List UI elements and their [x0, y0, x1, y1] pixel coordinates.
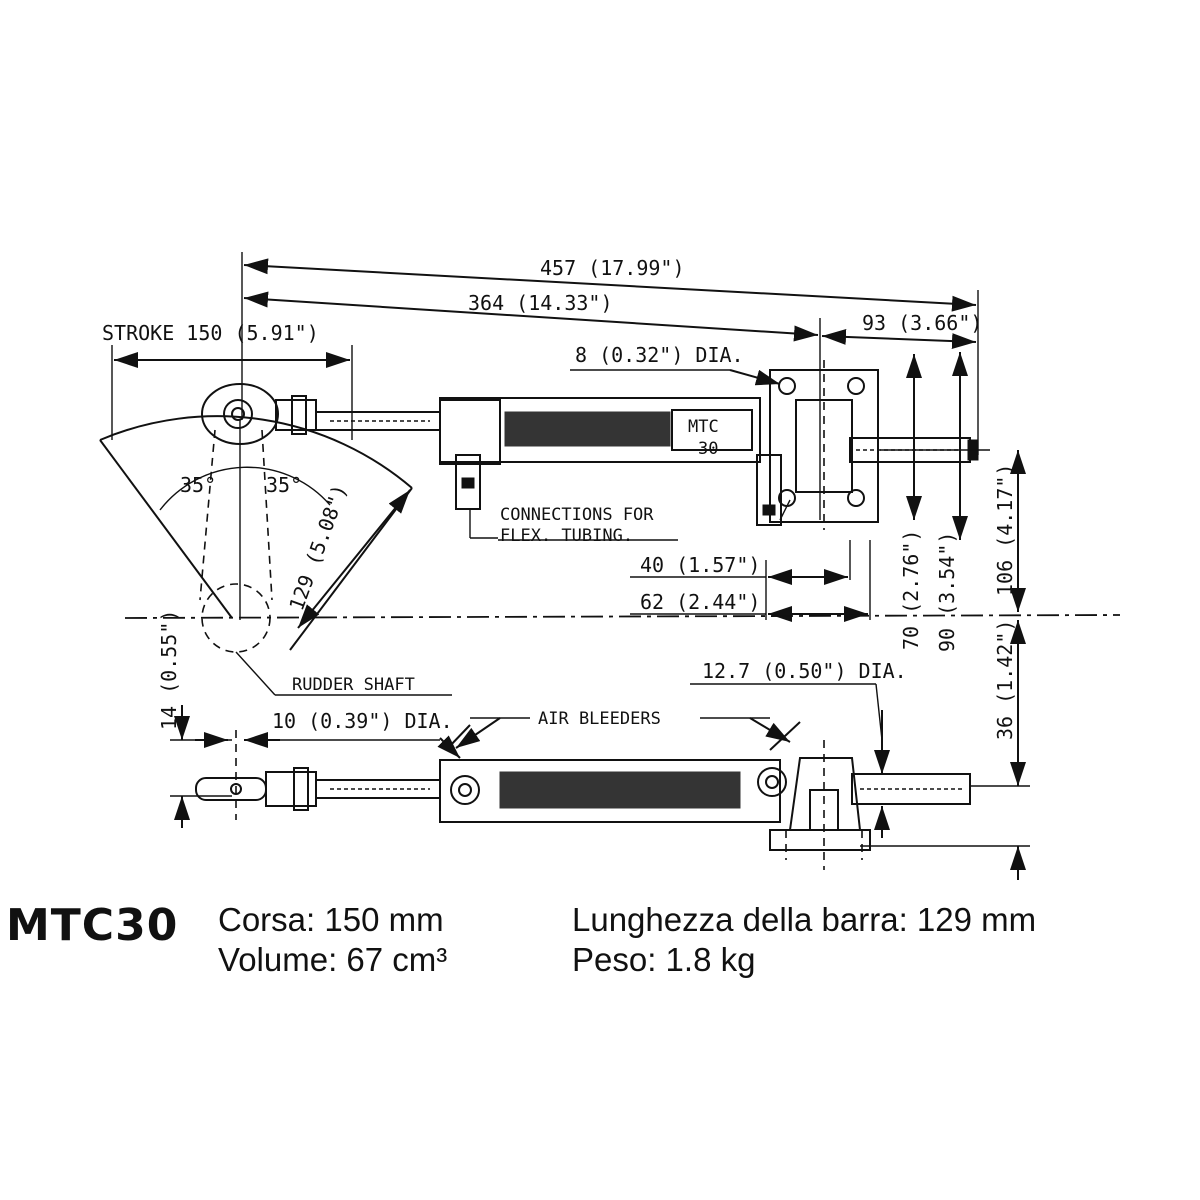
- label-dim-36: 36 (1.42"): [993, 620, 1017, 740]
- top-view: MTC 30: [99, 252, 1026, 696]
- label-connections-1: CONNECTIONS FOR: [500, 505, 654, 525]
- label-mount-length: 93 (3.66"): [862, 311, 982, 335]
- label-pin-dia: 12.7 (0.50") DIA.: [702, 659, 907, 683]
- cylinder-mark-2: 30: [698, 439, 718, 459]
- label-dim-62: 62 (2.44"): [640, 590, 760, 614]
- dim-line-tiller: [297, 489, 411, 629]
- dim-line-overall: [243, 258, 977, 312]
- model-name: MTC30: [6, 900, 179, 951]
- side-view: [170, 620, 1030, 880]
- cylinder-top: MTC 30: [439, 397, 791, 539]
- label-dim-90: 90 (3.54"): [935, 532, 959, 652]
- cylinder-side: [439, 721, 801, 823]
- label-overall: 457 (17.99"): [540, 256, 685, 280]
- label-dim-70: 70 (2.76"): [899, 530, 923, 650]
- label-dim-40: 40 (1.57"): [640, 553, 760, 577]
- label-connections-2: FLEX. TUBING.: [500, 526, 633, 546]
- mount-bracket-top: [769, 360, 979, 530]
- label-angle-right: 35°: [266, 473, 302, 497]
- label-rudder-shaft: RUDDER SHAFT: [292, 675, 415, 695]
- label-body-length: 364 (14.33"): [468, 291, 613, 315]
- mount-bracket-side: [769, 740, 971, 870]
- spec-weight: Peso: 1.8 kg: [572, 941, 756, 978]
- label-stroke: STROKE 150 (5.91"): [102, 321, 319, 345]
- dim-line-body: [243, 291, 819, 342]
- label-angle-left: 35°: [180, 473, 216, 497]
- centerline: [124, 614, 1121, 619]
- dim-line-mount: [821, 328, 977, 350]
- spec-tiller-length: Lunghezza della barra: 129 mm: [572, 901, 1037, 938]
- spec-volume: Volume: 67 cm³: [218, 941, 448, 978]
- cylinder-mark-1: MTC: [688, 417, 719, 437]
- spec-stroke: Corsa: 150 mm: [218, 901, 444, 938]
- label-dim-14: 14 (0.55"): [157, 610, 181, 730]
- label-rod-end-dia: 10 (0.39") DIA.: [272, 709, 453, 733]
- label-hole-dia: 8 (0.32") DIA.: [575, 343, 744, 367]
- label-air-bleeders: AIR BLEEDERS: [538, 709, 661, 729]
- label-tiller-length: 129 (5.08"): [284, 481, 352, 614]
- label-dim-106: 106 (4.17"): [993, 464, 1017, 596]
